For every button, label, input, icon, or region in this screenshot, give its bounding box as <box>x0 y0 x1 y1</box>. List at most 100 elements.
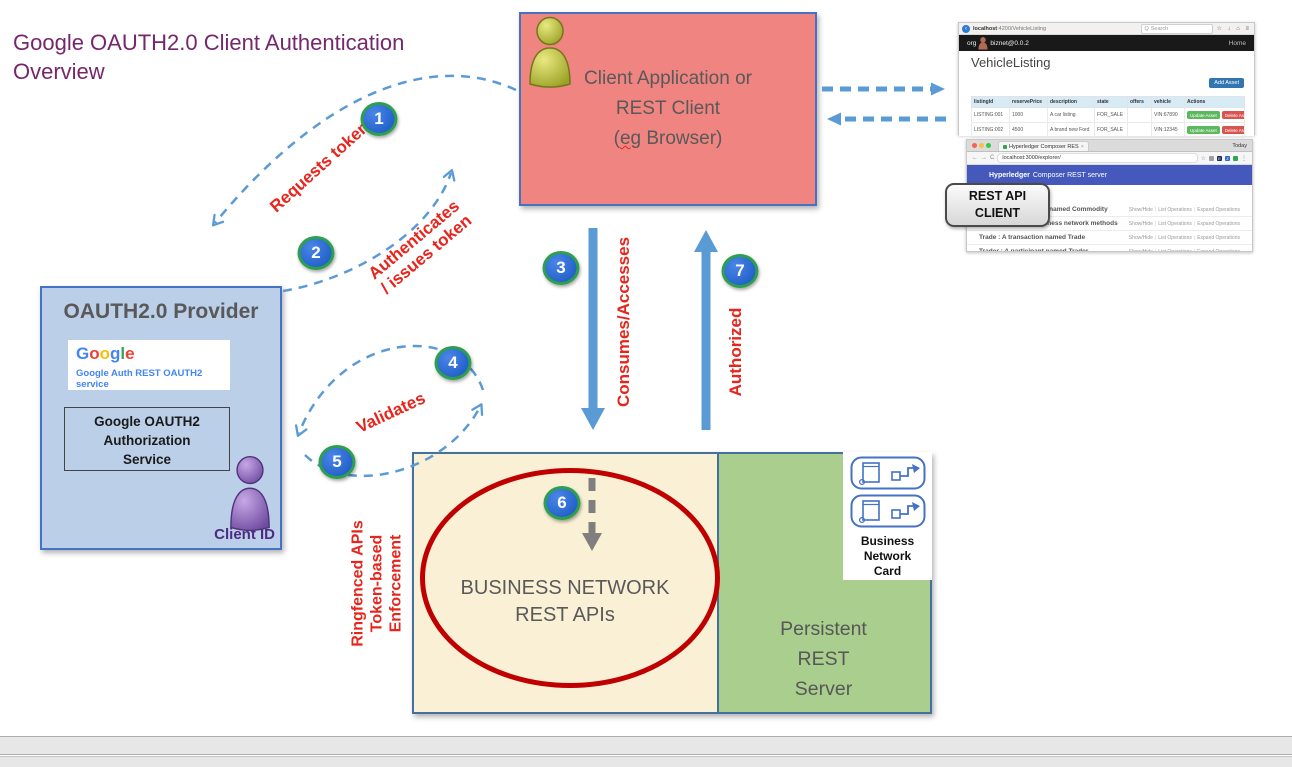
browser-menu-icon[interactable]: ⋮ <box>1241 155 1247 162</box>
show-hide-link[interactable]: Show/Hide <box>1128 234 1153 241</box>
delete-asset-button[interactable]: Delete Asset <box>1221 111 1244 119</box>
client-label-line1: Client Application or <box>584 68 752 89</box>
address-url[interactable]: localhost:4200/VehicleListing <box>973 26 1138 32</box>
close-window-icon[interactable] <box>972 143 977 148</box>
step-2: 2 <box>297 236 335 270</box>
maximize-window-icon[interactable] <box>986 143 991 148</box>
api-row-label: System : General business network method… <box>979 220 1118 227</box>
cell-offers <box>1127 122 1152 138</box>
ringfence-ellipse <box>420 468 720 688</box>
list-item[interactable]: System : General business network method… <box>967 217 1252 231</box>
separator: | <box>1154 206 1157 213</box>
update-asset-button[interactable]: Update Asset <box>1187 111 1220 119</box>
tab-title: Hyperledger Composer RES <box>1009 143 1079 150</box>
expand-operations-link[interactable]: Expand Operations <box>1197 220 1240 227</box>
consumes-label: Consumes/Accesses <box>614 236 633 408</box>
search-icon: Q <box>1144 25 1149 32</box>
business-network-card: Business Network Card <box>843 452 932 580</box>
step-3: 3 <box>542 251 580 285</box>
api-row-actions: Show/Hide|List Operations|Expand Operati… <box>1128 248 1240 252</box>
show-hide-link[interactable]: Show/Hide <box>1128 248 1153 252</box>
oauth-provider-title: OAUTH2.0 Provider <box>63 300 259 323</box>
back-button-icon[interactable]: ‹ <box>962 24 970 33</box>
reload-icon[interactable]: C <box>990 155 995 161</box>
list-item[interactable]: Trader : A participant named Trader Show… <box>967 245 1252 252</box>
page-title-line1: Google OAUTH2.0 Client Authentication <box>13 30 405 55</box>
navbar-home-link[interactable]: Home <box>1228 39 1246 47</box>
cell-state: FOR_SALE <box>1094 107 1128 123</box>
show-hide-link[interactable]: Show/Hide <box>1128 220 1153 227</box>
separator: | <box>1193 234 1196 241</box>
bottom-bar <box>0 736 1292 755</box>
extension-icon[interactable] <box>1209 155 1214 161</box>
address-url[interactable]: localhost:3000/explorer/ <box>997 153 1198 163</box>
page-title: Google OAUTH2.0 Client Authentication Ov… <box>13 28 443 86</box>
cell-vehicle: VIN:67890 <box>1151 107 1185 123</box>
bookmark-star-icon[interactable]: ☆ <box>1200 155 1206 162</box>
search-placeholder: Search <box>1150 25 1169 32</box>
auth-box-line1: Google OAUTH2 <box>94 414 200 429</box>
client-label-browser: Browser) <box>641 128 723 149</box>
client-label-line2: REST Client <box>615 98 721 119</box>
extension-icon[interactable] <box>1233 155 1238 161</box>
cell-vehicle: VIN:12345 <box>1151 122 1185 138</box>
col-reserveprice: reservePrice <box>1009 96 1048 108</box>
badge-line1: REST API <box>968 189 1027 204</box>
tab-close-icon[interactable]: × <box>1080 143 1084 150</box>
separator: | <box>1193 220 1196 227</box>
list-item[interactable]: Trade : A transaction named Trade Show/H… <box>967 231 1252 245</box>
server-label-line3: Server <box>794 678 853 700</box>
cell-listingid: LISTING:002 <box>971 122 1010 138</box>
chrome-url-bar: ← → C localhost:3000/explorer/ ☆ E Z ⋮ <box>967 152 1252 165</box>
col-listingid: listingId <box>971 96 1010 108</box>
google-logo: Google <box>76 344 230 364</box>
vehicle-listing-heading: VehicleListing <box>971 55 1051 70</box>
cell-offers <box>1127 107 1152 123</box>
client-label-paren: ( <box>613 128 620 149</box>
back-icon[interactable]: ← <box>972 155 978 161</box>
google-logo-letter: e <box>125 344 135 363</box>
card-label-line1: Business <box>860 534 915 548</box>
expand-operations-link[interactable]: Expand Operations <box>1197 206 1240 213</box>
bn-label-line1: BUSINESS NETWORK <box>460 577 670 599</box>
list-operations-link[interactable]: List Operations <box>1158 234 1192 241</box>
ringfenced-line2: Token-based <box>368 534 386 633</box>
list-operations-link[interactable]: List Operations <box>1158 220 1192 227</box>
browser-toolbar-icons[interactable]: ☆ ↓ ⌂ ≡ <box>1216 26 1251 32</box>
api-row-actions: Show/Hide|List Operations|Expand Operati… <box>1129 235 1240 241</box>
google-logo-letter: o <box>99 344 111 363</box>
auth-box-line2: Authorization <box>103 433 191 448</box>
step-1: 1 <box>360 102 398 136</box>
separator: | <box>1193 206 1196 213</box>
expand-operations-link[interactable]: Expand Operations <box>1197 234 1240 241</box>
google-service-panel: Google Google Auth REST OAUTH2 service <box>68 340 230 390</box>
step-7: 7 <box>721 254 759 288</box>
badge-line2: CLIENT <box>974 206 1021 220</box>
client-application-box: Client Application or REST Client (eg Br… <box>519 12 817 206</box>
minimize-window-icon[interactable] <box>979 143 984 148</box>
url-path: :4200/VehicleListing <box>997 25 1047 32</box>
separator: | <box>1154 234 1157 241</box>
extension-icon[interactable]: E <box>1217 155 1222 161</box>
table-row: LISTING:001 1000 A car listing FOR_SALE … <box>971 107 1245 123</box>
browser-tab[interactable]: Hyperledger Composer RES × <box>998 141 1089 151</box>
delete-asset-button[interactable]: Delete Asset <box>1221 126 1244 134</box>
forward-icon[interactable]: → <box>981 155 987 161</box>
list-operations-link[interactable]: List Operations <box>1158 206 1192 213</box>
server-label-line1: Persistent <box>780 618 867 640</box>
google-logo-letter: g <box>110 344 121 363</box>
show-hide-link[interactable]: Show/Hide <box>1128 206 1153 213</box>
list-operations-link[interactable]: List Operations <box>1158 248 1192 252</box>
step-6: 6 <box>543 486 581 520</box>
expand-operations-link[interactable]: Expand Operations <box>1197 248 1240 252</box>
update-asset-button[interactable]: Update Asset <box>1187 126 1220 134</box>
banner-subtitle: Composer REST server <box>1032 171 1108 179</box>
add-asset-button[interactable]: Add Asset <box>1209 78 1244 88</box>
bn-label-line2: REST APIs <box>515 604 615 626</box>
authenticates-label: Authenticates / issues token <box>350 184 489 310</box>
extension-icon[interactable]: Z <box>1225 155 1230 161</box>
separator: | <box>1193 248 1196 252</box>
